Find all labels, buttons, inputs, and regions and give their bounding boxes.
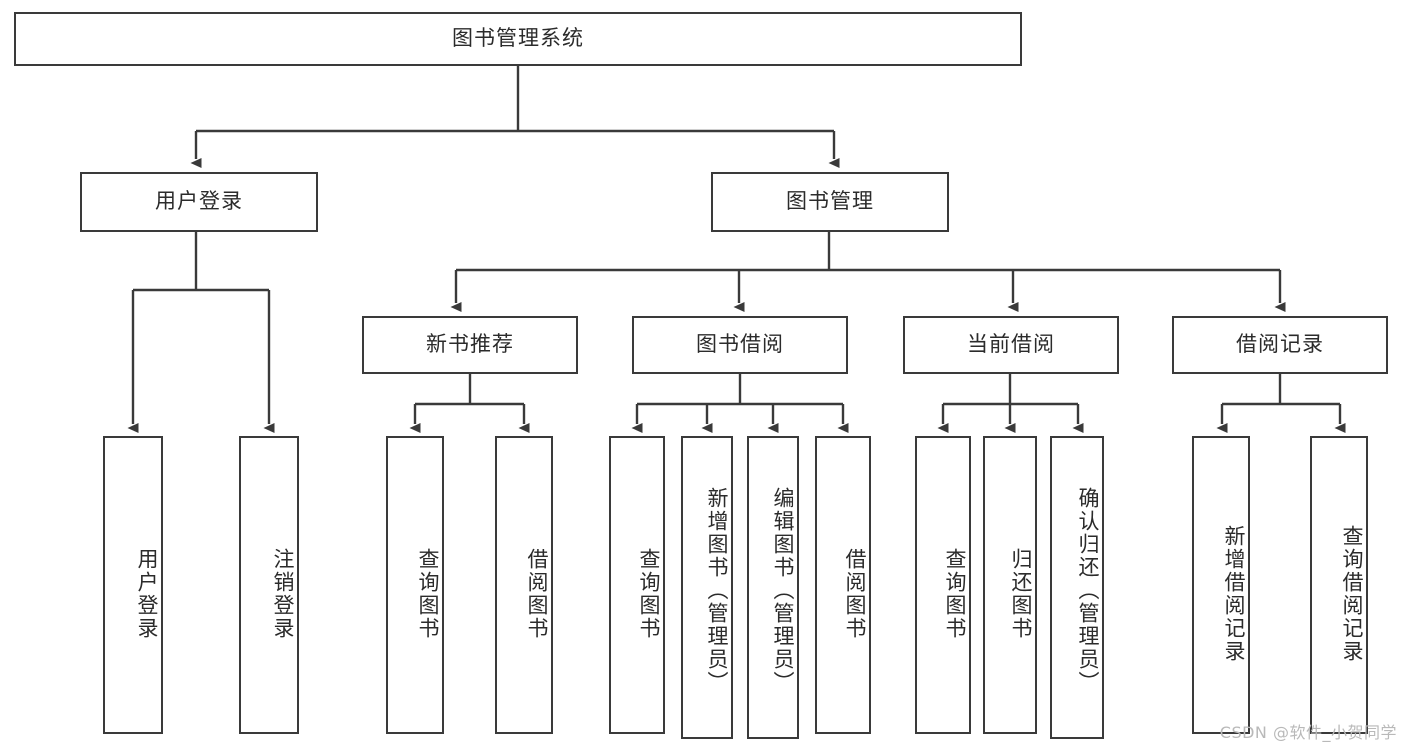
leaf-edit-book[interactable]: 编辑图书（管理员） xyxy=(747,436,799,739)
leaf-confirm-return[interactable]: 确认归还（管理员） xyxy=(1050,436,1104,739)
node-current-borrow[interactable]: 当前借阅 xyxy=(903,316,1119,374)
node-borrow-record[interactable]: 借阅记录 xyxy=(1172,316,1388,374)
node-book-manage[interactable]: 图书管理 xyxy=(711,172,949,232)
leaf-borrow-book-1[interactable]: 借阅图书 xyxy=(495,436,553,734)
leaf-add-record[interactable]: 新增借阅记录 xyxy=(1192,436,1250,734)
node-user-login[interactable]: 用户登录 xyxy=(80,172,318,232)
leaf-return-book[interactable]: 归还图书 xyxy=(983,436,1037,734)
leaf-query-book-1[interactable]: 查询图书 xyxy=(386,436,444,734)
node-root[interactable]: 图书管理系统 xyxy=(14,12,1022,66)
node-new-book-rec[interactable]: 新书推荐 xyxy=(362,316,578,374)
leaf-borrow-book-2[interactable]: 借阅图书 xyxy=(815,436,871,734)
leaf-user-login[interactable]: 用户登录 xyxy=(103,436,163,734)
leaf-logout[interactable]: 注销登录 xyxy=(239,436,299,734)
leaf-query-book-2[interactable]: 查询图书 xyxy=(609,436,665,734)
leaf-query-book-3[interactable]: 查询图书 xyxy=(915,436,971,734)
node-book-borrow[interactable]: 图书借阅 xyxy=(632,316,848,374)
csdn-watermark: CSDN @软件_小贺同学 xyxy=(1219,723,1397,742)
leaf-add-book[interactable]: 新增图书（管理员） xyxy=(681,436,733,739)
leaf-query-record[interactable]: 查询借阅记录 xyxy=(1310,436,1368,734)
